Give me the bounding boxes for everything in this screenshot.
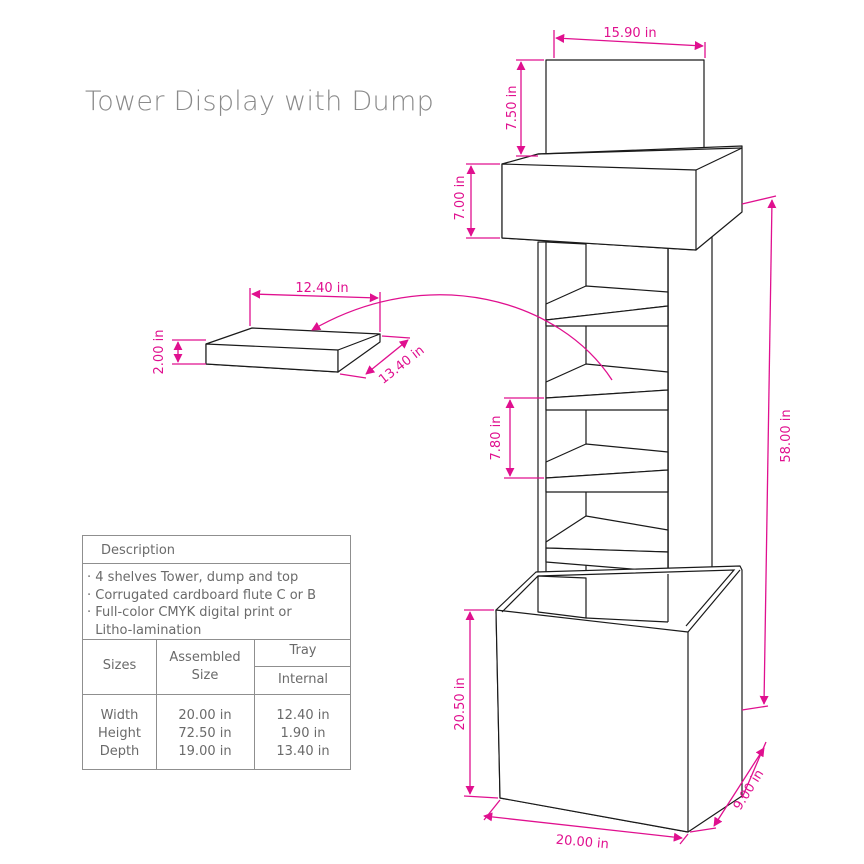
bullet-4: Litho-lamination bbox=[87, 622, 202, 638]
tray bbox=[205, 327, 381, 373]
dimension-dump-height: 20.50 in bbox=[453, 609, 499, 799]
dimension-shelf-spacing: 7.80 in bbox=[489, 397, 544, 479]
bullet-1: · 4 shelves Tower, dump and top bbox=[87, 570, 299, 585]
tray-removal-arrow bbox=[311, 294, 613, 381]
label-tray-height: 2.00 in bbox=[152, 330, 167, 375]
description-bullets: · 4 shelves Tower, dump and top · Corrug… bbox=[87, 569, 316, 639]
label-header-height: 7.50 in bbox=[505, 86, 520, 131]
description-header: Description bbox=[83, 536, 350, 564]
col-assembled-1: Assembled bbox=[169, 650, 241, 665]
description-table: Description · 4 shelves Tower, dump and … bbox=[82, 535, 351, 770]
col-tray: Tray bbox=[289, 643, 317, 658]
row-depth-label: Depth bbox=[99, 744, 140, 759]
dimension-top-box-height: 7.00 in bbox=[453, 163, 500, 239]
label-tray-depth: 13.40 in bbox=[376, 343, 427, 388]
shelves bbox=[545, 285, 669, 573]
label-shelf-spacing: 7.80 in bbox=[489, 416, 504, 461]
bullet-3: · Full-color CMYK digital print or bbox=[87, 605, 292, 620]
top-box bbox=[501, 59, 743, 251]
row-depth-assembled: 19.00 in bbox=[178, 744, 232, 759]
row-width-label: Width bbox=[100, 708, 139, 723]
label-dump-height: 20.50 in bbox=[453, 677, 468, 730]
dimension-base-width: 20.00 in bbox=[483, 799, 689, 853]
row-height-label: Height bbox=[98, 726, 141, 741]
dump-bin bbox=[495, 565, 743, 833]
diagram-title: Tower Display with Dump bbox=[85, 86, 435, 117]
label-header-width: 15.90 in bbox=[603, 26, 656, 41]
dimension-header-height: 7.50 in bbox=[505, 59, 544, 157]
col-assembled-2: Size bbox=[191, 668, 219, 683]
tower-body bbox=[537, 235, 713, 621]
label-top-box-height: 7.00 in bbox=[453, 176, 468, 221]
dimension-total-height: 58.00 in bbox=[741, 195, 794, 711]
row-height-internal: 1.90 in bbox=[280, 726, 326, 741]
row-height-assembled: 72.50 in bbox=[178, 726, 232, 741]
label-tray-width: 12.40 in bbox=[295, 281, 348, 296]
bullet-2: · Corrugated cardboard flute C or B bbox=[87, 587, 317, 603]
row-width-internal: 12.40 in bbox=[276, 708, 330, 723]
dimension-tray-height: 2.00 in bbox=[152, 330, 206, 375]
col-sizes: Sizes bbox=[102, 658, 137, 673]
row-width-assembled: 20.00 in bbox=[178, 708, 232, 723]
label-total-height: 58.00 in bbox=[779, 409, 794, 462]
dimension-header-width: 15.90 in bbox=[553, 26, 706, 58]
row-depth-internal: 13.40 in bbox=[276, 744, 330, 759]
dimension-tray-width: 12.40 in bbox=[249, 281, 381, 332]
label-base-width: 20.00 in bbox=[555, 833, 609, 853]
col-internal: Internal bbox=[277, 672, 329, 687]
